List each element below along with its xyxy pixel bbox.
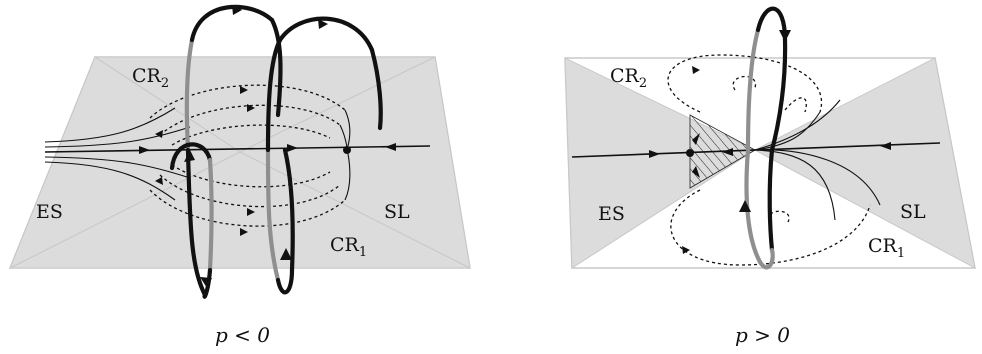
right-axis-arrow-1 bbox=[649, 150, 660, 158]
right-label-sl: SL bbox=[900, 201, 926, 223]
right-thick-orbit bbox=[744, 6, 788, 270]
left-axis-arrow-1 bbox=[287, 144, 298, 152]
left-orbit-arrow bbox=[155, 130, 163, 138]
right-axis bbox=[571, 142, 941, 158]
left-thick-arrow bbox=[200, 277, 212, 288]
right-orbit-arrow bbox=[692, 66, 700, 74]
left-axis-arrow-3 bbox=[139, 146, 150, 154]
left-label-cr1: CR1 bbox=[330, 234, 367, 260]
left-flow-lines bbox=[44, 107, 351, 201]
left-thick-arrow bbox=[232, 5, 242, 15]
left-axis bbox=[44, 145, 431, 153]
right-region-es bbox=[564, 57, 757, 269]
right-label-cr1: CR1 bbox=[868, 235, 905, 261]
left-orbit-arrow bbox=[155, 177, 163, 185]
right-orbit-arrow bbox=[692, 133, 700, 145]
left-orbit-arrow bbox=[240, 86, 248, 94]
left-orbit-arrow bbox=[240, 228, 248, 236]
left-label-es: ES bbox=[36, 201, 63, 223]
right-caption: p > 0 bbox=[735, 323, 790, 347]
right-panel: CR2 CR1 ES SL p > 0 bbox=[564, 6, 976, 347]
right-thick-arrow bbox=[739, 200, 751, 212]
left-axis-arrow-2 bbox=[385, 143, 396, 151]
right-region-sl bbox=[753, 57, 976, 269]
left-thick-arrow bbox=[280, 248, 292, 260]
left-orbit-arrow bbox=[247, 208, 255, 216]
right-orbit-arrow bbox=[682, 246, 690, 254]
right-label-es: ES bbox=[598, 203, 625, 225]
left-panel: CR2 CR1 ES SL p < 0 bbox=[8, 4, 471, 347]
right-equilibrium-dot bbox=[686, 149, 694, 157]
right-axis-arrow-2 bbox=[722, 148, 733, 156]
left-orbit-arrow bbox=[247, 104, 255, 112]
left-equilibrium-dot bbox=[343, 146, 351, 154]
left-caption: p < 0 bbox=[215, 323, 270, 347]
left-thick-arrow bbox=[184, 150, 195, 162]
left-thick-arrow bbox=[318, 19, 328, 29]
right-axis-arrow-3 bbox=[880, 142, 891, 150]
left-thick-orbits bbox=[169, 4, 383, 299]
right-thick-arrow bbox=[779, 30, 791, 42]
left-label-sl: SL bbox=[384, 201, 410, 223]
right-orbit-arrow bbox=[692, 166, 700, 178]
left-label-cr2: CR2 bbox=[132, 65, 169, 91]
right-label-cr2: CR2 bbox=[610, 65, 647, 91]
